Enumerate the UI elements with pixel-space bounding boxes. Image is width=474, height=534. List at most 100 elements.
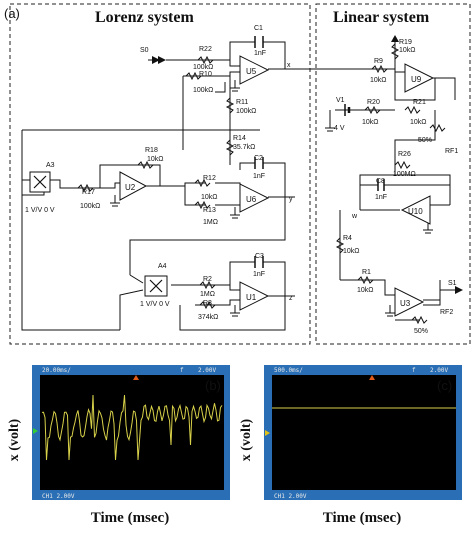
opamp-u6: U6 — [239, 183, 270, 213]
opamp-u10: U10 — [400, 195, 431, 225]
lorenz-title: Lorenz system — [95, 9, 194, 26]
scope-b-ylabel: x (volt) — [7, 418, 22, 461]
scope-b-level: 2.00V — [198, 367, 216, 374]
channel-marker-icon — [265, 430, 270, 436]
svg-text:U1: U1 — [246, 293, 257, 302]
svg-text:R22: R22 — [199, 46, 212, 53]
svg-text:A4: A4 — [158, 263, 167, 270]
trigger-marker-icon — [133, 375, 139, 380]
w-label: w — [351, 213, 358, 220]
svg-text:1nF: 1nF — [253, 173, 265, 180]
svg-text:C3: C3 — [255, 253, 264, 260]
svg-text:50%: 50% — [418, 137, 432, 144]
svg-text:1 V/V 0 V: 1 V/V 0 V — [25, 207, 55, 214]
svg-text:V1: V1 — [336, 97, 345, 104]
lorenz-labels: S0 C1 1nF R22 100kΩ R10 100kΩ R11 100kΩ … — [25, 25, 293, 321]
scope-c-level: 2.00V — [430, 367, 448, 374]
svg-text:R3: R3 — [203, 300, 212, 307]
linear-wiring — [325, 35, 463, 321]
svg-text:R26: R26 — [398, 151, 411, 158]
linear-labels: R19 10kΩ R9 10kΩ V1 4 V R20 10kΩ R21 10k… — [334, 39, 458, 335]
svg-text:R21: R21 — [413, 99, 426, 106]
svg-text:y: y — [289, 196, 293, 203]
svg-text:U6: U6 — [246, 195, 257, 204]
opamp-u1: U1 — [239, 281, 270, 311]
channel-marker-icon — [33, 428, 38, 434]
svg-text:U2: U2 — [125, 183, 136, 192]
svg-text:10kΩ: 10kΩ — [147, 156, 164, 163]
scope-b-xlabel: Time (msec) — [91, 510, 169, 526]
svg-text:R19: R19 — [399, 39, 412, 46]
scope-c: 500.0ms/ f 2.00V CH1 2.00V (c) — [264, 365, 462, 500]
scope-c-screen — [272, 375, 456, 490]
svg-text:1MΩ: 1MΩ — [203, 219, 218, 226]
svg-text:100kΩ: 100kΩ — [236, 108, 256, 115]
svg-text:10kΩ: 10kΩ — [343, 248, 360, 255]
svg-text:50%: 50% — [414, 328, 428, 335]
svg-text:C2: C2 — [254, 155, 263, 162]
linear-box — [315, 3, 471, 345]
opamp-u9: U9 — [404, 63, 435, 93]
svg-text:R4: R4 — [343, 235, 352, 242]
svg-text:R9: R9 — [374, 58, 383, 65]
scope-b-footer: CH1 2.00V — [42, 493, 75, 500]
scope-c-timebase: 500.0ms/ — [274, 367, 303, 374]
svg-text:10kΩ: 10kΩ — [399, 47, 416, 54]
svg-text:C8: C8 — [376, 178, 385, 185]
svg-text:10kΩ: 10kΩ — [357, 287, 374, 294]
svg-text:R17: R17 — [82, 189, 95, 196]
svg-text:RF1: RF1 — [445, 148, 458, 155]
svg-text:A3: A3 — [46, 162, 55, 169]
svg-text:10kΩ: 10kΩ — [410, 119, 427, 126]
svg-text:RF2: RF2 — [440, 309, 453, 316]
svg-text:R11: R11 — [236, 99, 248, 106]
scope-b-trace — [41, 394, 223, 461]
lorenz-resistors — [77, 55, 235, 310]
scope-c-xlabel: Time (msec) — [323, 510, 401, 526]
svg-text:10kΩ: 10kΩ — [362, 119, 379, 126]
scope-b-screen — [40, 375, 224, 490]
scope-b: 20.00ms/ f 2.00V CH1 2.00V (b) — [32, 365, 230, 500]
svg-text:U10: U10 — [408, 207, 423, 216]
lorenz-box — [9, 3, 311, 345]
scope-c-footer: CH1 2.00V — [274, 493, 307, 500]
svg-text:U5: U5 — [246, 67, 257, 76]
battery-v1 — [344, 104, 351, 116]
svg-text:U3: U3 — [400, 299, 411, 308]
svg-text:x: x — [287, 62, 291, 69]
svg-text:100MΩ: 100MΩ — [393, 171, 416, 178]
svg-text:100kΩ: 100kΩ — [80, 203, 100, 210]
s1-label: S1 — [448, 280, 457, 287]
svg-text:R12: R12 — [203, 175, 216, 182]
svg-text:10kΩ: 10kΩ — [370, 77, 387, 84]
svg-text:z: z — [289, 295, 293, 302]
svg-text:R10: R10 — [199, 71, 212, 78]
svg-text:R20: R20 — [367, 99, 380, 106]
svg-text:C1: C1 — [254, 25, 263, 32]
svg-text:R2: R2 — [203, 276, 212, 283]
panel-c-label: (c) — [437, 378, 452, 393]
svg-text:R13: R13 — [203, 207, 216, 214]
opamp-u2: U2 — [119, 171, 148, 201]
svg-text:1nF: 1nF — [253, 271, 265, 278]
opamp-u3: U3 — [394, 287, 425, 317]
s0-label: S0 — [140, 47, 149, 54]
svg-text:R18: R18 — [145, 147, 158, 154]
scope-c-trig: f — [412, 367, 416, 374]
linear-title: Linear system — [333, 9, 430, 26]
scope-c-ylabel: x (volt) — [239, 418, 254, 461]
svg-text:R1: R1 — [362, 269, 371, 276]
svg-text:4 V: 4 V — [334, 125, 345, 132]
panel-b-label: (b) — [205, 378, 221, 393]
svg-text:35.7kΩ: 35.7kΩ — [233, 144, 255, 151]
svg-text:100kΩ: 100kΩ — [193, 64, 213, 71]
multiplier-a4 — [144, 275, 168, 297]
svg-text:R14: R14 — [233, 135, 246, 142]
trigger-marker-icon — [369, 375, 375, 380]
scope-b-timebase: 20.00ms/ — [42, 367, 71, 374]
svg-text:374kΩ: 374kΩ — [198, 314, 218, 321]
svg-text:10kΩ: 10kΩ — [201, 194, 218, 201]
panel-a-label: (a) — [4, 6, 20, 21]
multiplier-a3 — [29, 171, 51, 193]
